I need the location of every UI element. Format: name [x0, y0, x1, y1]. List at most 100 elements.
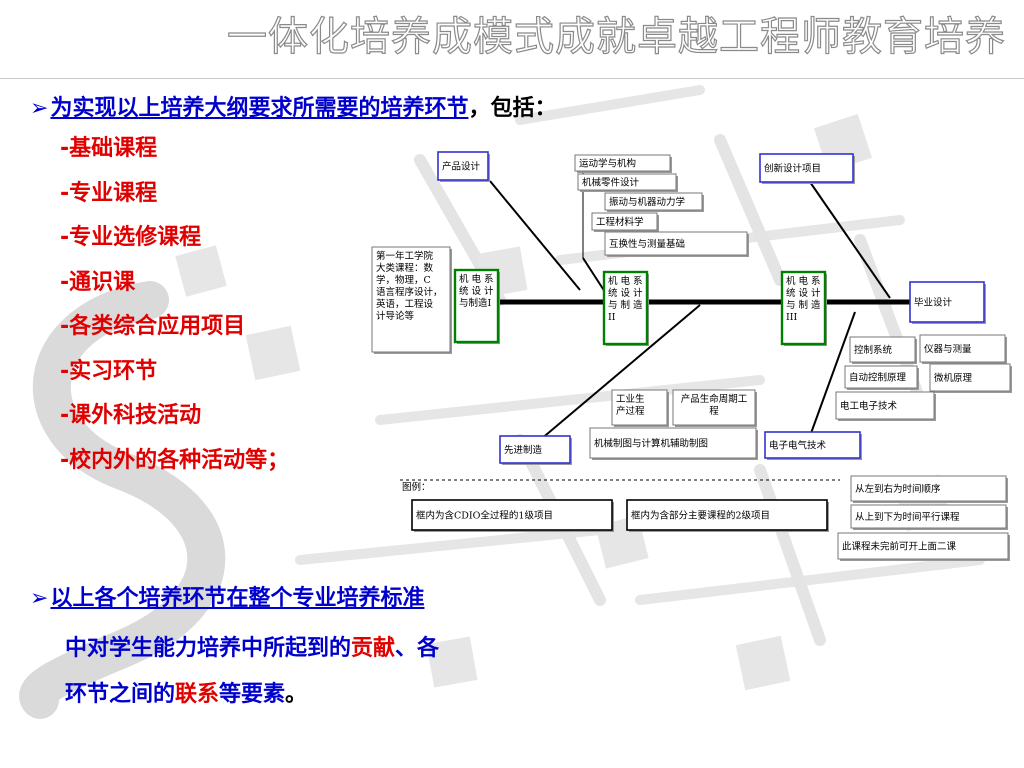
box-label: 电子电气技术 — [769, 440, 827, 452]
box-label: 先进制造 — [504, 444, 543, 456]
box-frame — [577, 173, 677, 191]
box-frame — [626, 499, 828, 531]
diagram-box: 振动与机器动力学 — [604, 192, 704, 212]
box-frame — [759, 153, 854, 183]
summary-highlight-contribution: 贡献 — [351, 636, 396, 661]
list-item: -基础课程 — [60, 136, 158, 161]
box-frame — [602, 270, 649, 346]
box-label: 语言程序设计， — [376, 286, 443, 298]
box-label: 机 电 系 — [786, 275, 821, 287]
box-frame — [672, 389, 756, 426]
box-label: 振动与机器动力学 — [609, 196, 685, 208]
box-label: 机 电 系 — [608, 275, 643, 287]
summary-line-3: 环节之间的联系等要素。 — [65, 676, 307, 708]
diagram-box: 此课程未完前可开上面二课 — [837, 532, 1010, 561]
diagram-box: 机 电 系统 设 计与 制 造II — [602, 270, 649, 346]
diagram-box: 机械零件设计 — [577, 173, 678, 192]
bullet-intro-tail: ，包括： — [468, 96, 557, 121]
title-divider — [0, 78, 1024, 79]
box-label: II — [608, 312, 616, 323]
box-frame — [437, 151, 489, 181]
list-item: -专业课程 — [60, 180, 158, 206]
box-label: 机 电 系 — [459, 273, 494, 285]
diagram-box: 运动学与机构 — [574, 154, 672, 173]
diagram-box: 框内为含部分主要课程的2级项目 — [626, 499, 829, 532]
list-item: -课外科技活动 — [60, 403, 202, 428]
bullet-intro-link[interactable]: 为实现以上培养大纲要求所需要的培养环节 — [50, 96, 469, 121]
box-frame — [919, 334, 1006, 363]
box-label: III — [786, 312, 798, 323]
box-label: 微机原理 — [934, 372, 973, 384]
box-label: 英语，工程设 — [376, 298, 434, 310]
summary-highlight-relation: 联系 — [175, 682, 220, 707]
box-label: 学，物理，C — [376, 274, 431, 286]
box-frame — [850, 504, 1007, 529]
box-label: 互换性与测量基础 — [609, 238, 685, 250]
box-frame — [929, 363, 1011, 392]
diagram-box: 工程材料学 — [591, 212, 659, 232]
box-frame — [611, 389, 668, 426]
box-frame — [849, 336, 916, 363]
box-frame — [837, 532, 1009, 560]
box-label: 机械零件设计 — [582, 177, 640, 189]
curriculum-list: -基础课程 -专业课程 -专业选修课程 -通识课 -各类综合应用项目 -实习环节… — [60, 133, 289, 489]
diagram-box: 互换性与测量基础 — [604, 231, 749, 257]
summary-line-2: 中对学生能力培养中所起到的贡献、各 — [65, 630, 439, 662]
legend-label: 图例： — [402, 481, 431, 493]
box-label: 与 制 造 — [786, 299, 821, 311]
box-label: 毕业设计 — [914, 297, 953, 309]
box-label: 仪器与测量 — [924, 344, 972, 355]
box-label: 统 设 计 — [608, 287, 643, 299]
box-label: 框内为含部分主要课程的2级项目 — [631, 510, 770, 522]
list-item: -校内外的各种活动等； — [60, 447, 290, 473]
box-label: 产过程 — [616, 405, 645, 417]
box-label: 第一年工学院 — [376, 250, 434, 262]
box-label: 大类课程：数 — [376, 262, 434, 274]
summary-text: 、各 — [395, 636, 440, 661]
diagram-box: 框内为含CDIO全过程的1级项目 — [411, 499, 614, 532]
diagram-box: 自动控制原理 — [844, 365, 919, 390]
box-frame — [411, 499, 613, 531]
diagram-box: 机械制图与计算机辅助制图 — [589, 427, 758, 460]
list-item: -实习环节 — [60, 358, 158, 384]
diagram-box: 控制系统 — [849, 336, 917, 364]
box-label: 程 — [709, 406, 719, 417]
summary-text: 等要素 — [219, 682, 286, 707]
box-label: 框内为含CDIO全过程的1级项目 — [416, 510, 553, 522]
box-frame — [764, 431, 861, 459]
list-item: -各类综合应用项目 — [60, 314, 246, 339]
diagram-box: 先进制造 — [499, 435, 572, 465]
box-frame — [844, 365, 918, 389]
bullet-arrow-icon: ➢ — [30, 96, 49, 121]
diagram-box: 产品设计 — [437, 151, 490, 182]
summary-period: 。 — [285, 682, 308, 707]
box-label: 计导论等 — [376, 310, 415, 322]
box-frame — [850, 475, 1007, 502]
box-label: 统 设 计 — [459, 285, 494, 297]
box-label: 运动学与机构 — [579, 158, 636, 170]
diagram-connectors — [489, 170, 915, 441]
box-label: 统 设 计 — [786, 287, 821, 299]
box-label: 工程材料学 — [596, 216, 644, 228]
diagram-box: 电工电子技术 — [835, 391, 936, 421]
box-frame — [909, 281, 985, 323]
diagram-box: 创新设计项目 — [759, 153, 855, 184]
diagram-box: 微机原理 — [929, 363, 1012, 393]
list-item: -通识课 — [60, 269, 136, 295]
box-label: 创新设计项目 — [764, 163, 821, 175]
diagram-box: 仪器与测量 — [919, 334, 1007, 364]
bullet-arrow-icon: ➢ — [30, 586, 49, 611]
box-frame — [589, 427, 757, 459]
diagram-box: 从左到右为时间顺序 — [850, 475, 1008, 503]
box-label: 自动控制原理 — [849, 372, 907, 384]
box-frame — [453, 268, 500, 344]
bullet-summary-link[interactable]: 以上各个培养环节在整个专业培养标准 — [50, 586, 425, 611]
bullet-intro: ➢为实现以上培养大纲要求所需要的培养环节，包括： — [30, 90, 556, 122]
box-frame — [604, 231, 748, 256]
box-label: 从上到下为时间平行课程 — [855, 511, 960, 523]
